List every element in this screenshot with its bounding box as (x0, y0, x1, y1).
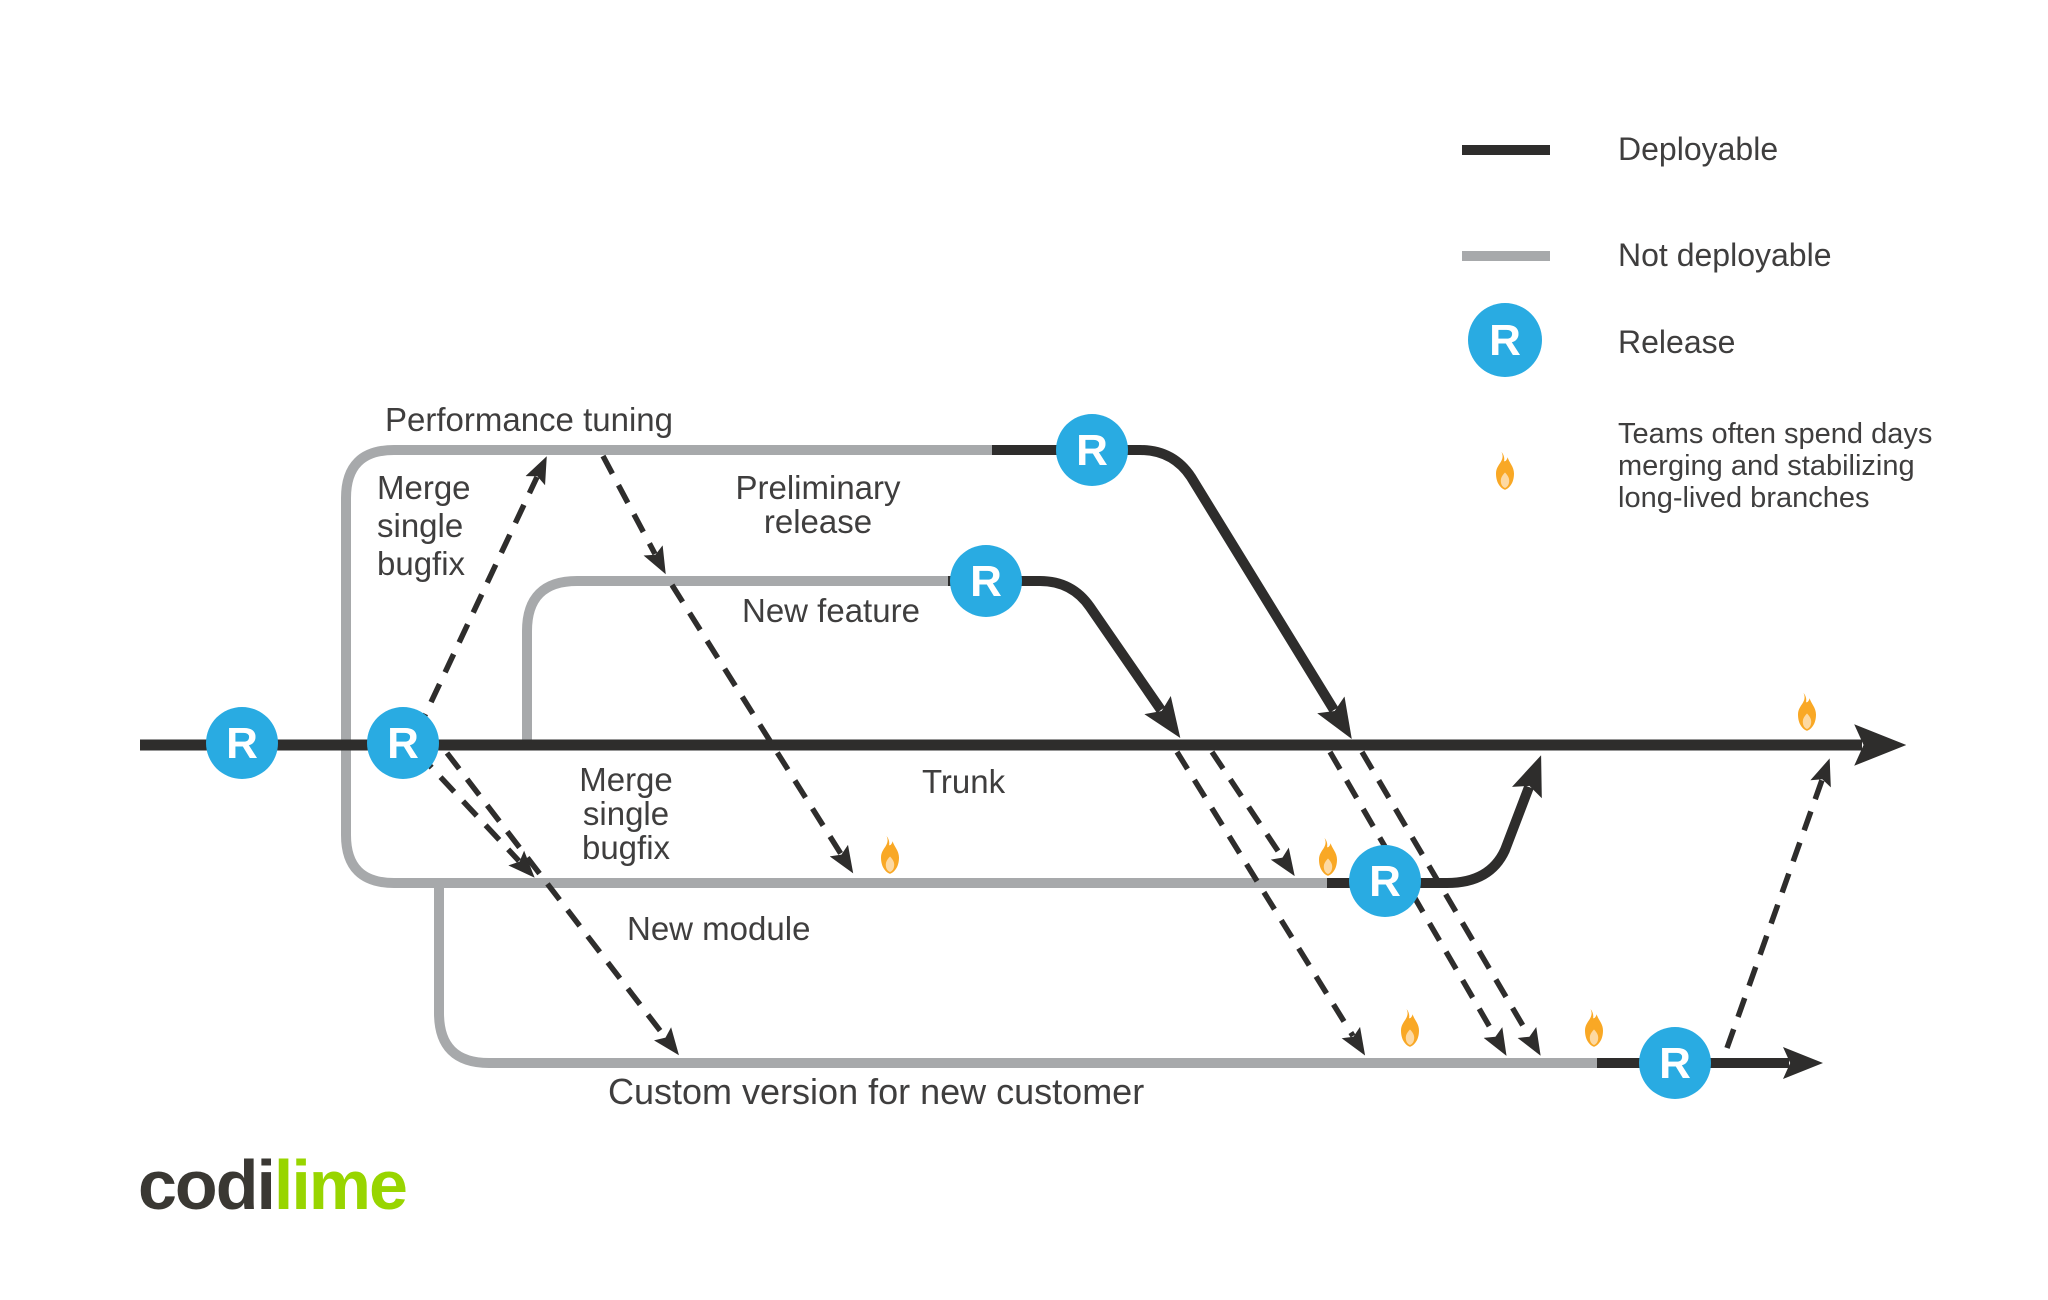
label-merge-single-bugfix-upper: Merge single bugfix (377, 469, 471, 583)
legend-not-deployable-swatch (1462, 251, 1550, 261)
label-line: single (377, 507, 464, 544)
release-marker: R (950, 545, 1022, 617)
new-feature-merge-arrow (948, 576, 1181, 738)
legend-note-line: Teams often spend days (1618, 418, 1933, 450)
label-line: bugfix (377, 545, 466, 582)
release-marker-letter: R (1659, 1039, 1691, 1088)
release-marker-letter: R (226, 719, 258, 768)
legend-deployable-swatch (1462, 145, 1550, 155)
label-line: Merge (377, 469, 471, 506)
release-marker-letter: R (1076, 426, 1108, 475)
legend-swatches: R (1462, 145, 1550, 490)
dashed-merge-arrow-trunk-to-custom-mid (1174, 750, 1366, 1056)
release-marker: R (206, 707, 278, 779)
flame-icon (1401, 1009, 1419, 1047)
legend-not-deployable-label: Not deployable (1618, 237, 1832, 273)
label-line: Merge (579, 761, 673, 798)
flame-icon (1319, 838, 1337, 876)
release-marker-letter: R (1489, 316, 1521, 365)
release-marker: R (1056, 414, 1128, 486)
release-marker-letter: R (1369, 857, 1401, 906)
codilime-logo: codilime (138, 1150, 408, 1220)
legend-release-marker: R (1468, 303, 1542, 377)
label-line: Preliminary (735, 469, 901, 506)
legend-note-line: long-lived branches (1618, 482, 1870, 514)
dashed-merge-arrow-new-feature-to-new-module (669, 583, 854, 874)
legend-deployable-label: Deployable (1618, 131, 1779, 167)
label-merge-single-bugfix-lower: Merge single bugfix (579, 763, 673, 865)
logo-text-dark: codi (138, 1146, 276, 1224)
flame-icon (1798, 693, 1816, 731)
dashed-merge-arrow-trunk-to-custom-left (444, 751, 679, 1056)
legend-flame-icon (1496, 452, 1514, 490)
dashed-merge-arrow-performance-to-new-feature (600, 454, 666, 575)
label-new-feature: New feature (742, 592, 920, 629)
label-performance-tuning: Performance tuning (385, 401, 673, 438)
release-marker-letter: R (970, 557, 1002, 606)
dashed-merge-arrow-custom-to-trunk (1724, 758, 1831, 1049)
label-line: single (582, 795, 670, 832)
logo-text-green: lime (273, 1146, 408, 1224)
label-trunk: Trunk (922, 763, 1006, 800)
label-line: release (763, 503, 873, 540)
performance-tuning-new-module-branch-gray (341, 445, 1327, 888)
new-feature-branch-gray (522, 576, 948, 745)
label-line: bugfix (581, 829, 671, 866)
legend-note: Teams often spend days merging and stabi… (1618, 418, 1932, 514)
flame-icon (1585, 1009, 1603, 1047)
release-markers: R R R R R R (206, 414, 1711, 1099)
release-marker-letter: R (387, 719, 419, 768)
release-marker: R (367, 707, 439, 779)
custom-version-branch-gray (434, 883, 1597, 1068)
dashed-merge-arrow-trunk-to-custom-right-2 (1359, 750, 1541, 1056)
dashed-merge-arrow-trunk-to-new-module-right (1209, 750, 1295, 877)
release-marker: R (1639, 1027, 1711, 1099)
label-new-module: New module (627, 910, 811, 947)
dashed-merge-arrow-trunk-to-performance (414, 456, 547, 734)
legend-release-label: Release (1618, 324, 1736, 360)
dashed-merge-arrow-trunk-to-new-module-left (415, 751, 535, 878)
legend-note-line: merging and stabilizing (1618, 450, 1915, 482)
new-module-merge-arrow (1327, 755, 1542, 888)
flame-icon (881, 836, 899, 874)
dashed-merge-arrow-trunk-to-custom-right-1 (1327, 750, 1507, 1056)
label-preliminary-release: Preliminary release (735, 471, 900, 539)
label-custom-version: Custom version for new customer (608, 1071, 1145, 1112)
performance-tuning-merge-arrow (992, 445, 1352, 739)
release-marker: R (1349, 845, 1421, 917)
